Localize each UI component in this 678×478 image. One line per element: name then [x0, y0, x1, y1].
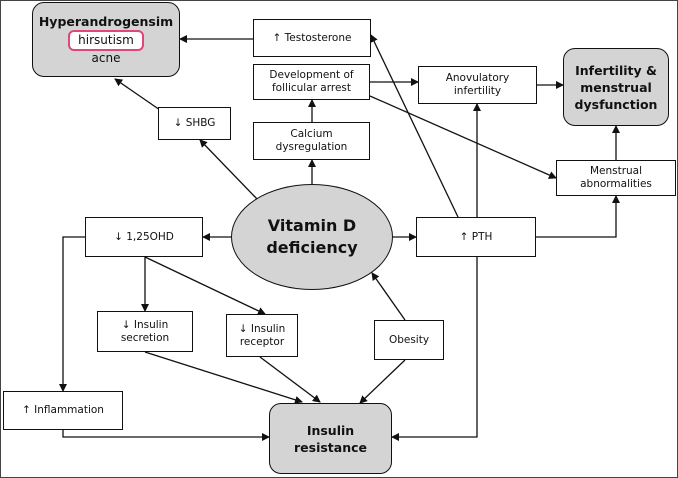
node-pth: ↑ PTH — [416, 217, 536, 257]
follicular-label-2: follicular arrest — [271, 82, 351, 94]
calcium-label-2: dysregulation — [275, 141, 348, 153]
pth-label: ↑ PTH — [459, 230, 493, 243]
acne-label: acne — [91, 51, 121, 65]
arrow-ohd-to-insulin-receptor — [144, 256, 266, 315]
infertility-label-2: menstrual — [580, 79, 652, 95]
insulin-receptor-label-1: ↓ Insulin — [238, 322, 286, 335]
insulin-secretion-label-2: secretion — [120, 331, 170, 344]
arrow-insulin-receptor-to-resistance — [259, 356, 321, 403]
arrow-obesity-to-resistance — [359, 359, 406, 404]
insulin-receptor-label-2: receptor — [239, 335, 285, 348]
arrow-vitd-to-shbg — [199, 139, 259, 201]
insulin-resistance-label-1: Insulin — [306, 422, 355, 438]
arrow-shbg-to-hyperandrogenism — [114, 78, 161, 111]
insulin-resistance-label-2: resistance — [293, 439, 367, 455]
menstrual-label-2: abnormalities — [580, 178, 652, 190]
anovulatory-label-2: infertility — [453, 85, 502, 97]
node-calcium-dysregulation: Calcium dysregulation — [253, 122, 370, 160]
node-menstrual-abnormalities: Menstrual abnormalities — [556, 160, 676, 196]
ohd-label: ↓ 1,25OHD — [114, 230, 174, 243]
hirsutism-highlight: hirsutism — [68, 30, 144, 51]
obesity-label: Obesity — [388, 333, 430, 346]
node-shbg: ↓ SHBG — [158, 107, 231, 140]
menstrual-label-1: Menstrual — [589, 165, 643, 177]
infertility-label-1: Infertility & — [575, 62, 657, 78]
vitd-label-1: Vitamin D — [267, 216, 357, 235]
arrow-follicular-to-menstrual — [369, 95, 557, 179]
arrow-insulin-secretion-to-resistance — [144, 351, 303, 404]
testosterone-label: ↑ Testosterone — [272, 31, 352, 44]
shbg-label: ↓ SHBG — [173, 117, 216, 129]
node-vitamin-d-deficiency: Vitamin D deficiency — [231, 184, 393, 290]
infertility-label-3: dysfunction — [574, 96, 658, 112]
node-follicular-arrest: Development of follicular arrest — [253, 64, 370, 100]
node-inflammation: ↑ Inflammation — [3, 391, 123, 430]
follicular-label-1: Development of — [269, 69, 354, 81]
arrow-pth-to-testosterone — [370, 34, 459, 218]
node-obesity: Obesity — [374, 320, 444, 360]
arrow-ohd-to-inflammation — [59, 236, 85, 392]
arrow-pth-to-resistance — [391, 257, 478, 441]
inflammation-label: ↑ Inflammation — [22, 404, 104, 416]
node-anovulatory-infertility: Anovulatory infertility — [418, 66, 537, 104]
node-hyperandrogenism: Hyperandrogensim hirsutism acne — [32, 2, 180, 77]
arrow-pth-to-menstrual — [536, 195, 620, 238]
calcium-label-1: Calcium — [290, 128, 333, 140]
node-1-25ohd: ↓ 1,25OHD — [85, 217, 203, 257]
hyperandrogenism-title: Hyperandrogensim — [38, 14, 174, 29]
node-infertility-menstrual: Infertility & menstrual dysfunction — [563, 48, 669, 126]
node-testosterone: ↑ Testosterone — [253, 19, 371, 57]
arrow-inflammation-to-resistance — [62, 430, 270, 441]
arrow-obesity-to-vitd — [371, 272, 406, 321]
anovulatory-label-1: Anovulatory — [445, 72, 510, 84]
node-insulin-resistance: Insulin resistance — [269, 403, 392, 474]
node-insulin-receptor: ↓ Insulin receptor — [226, 314, 298, 357]
insulin-secretion-label-1: ↓ Insulin — [121, 318, 169, 331]
node-insulin-secretion: ↓ Insulin secretion — [97, 311, 193, 352]
vitd-label-2: deficiency — [266, 238, 358, 257]
